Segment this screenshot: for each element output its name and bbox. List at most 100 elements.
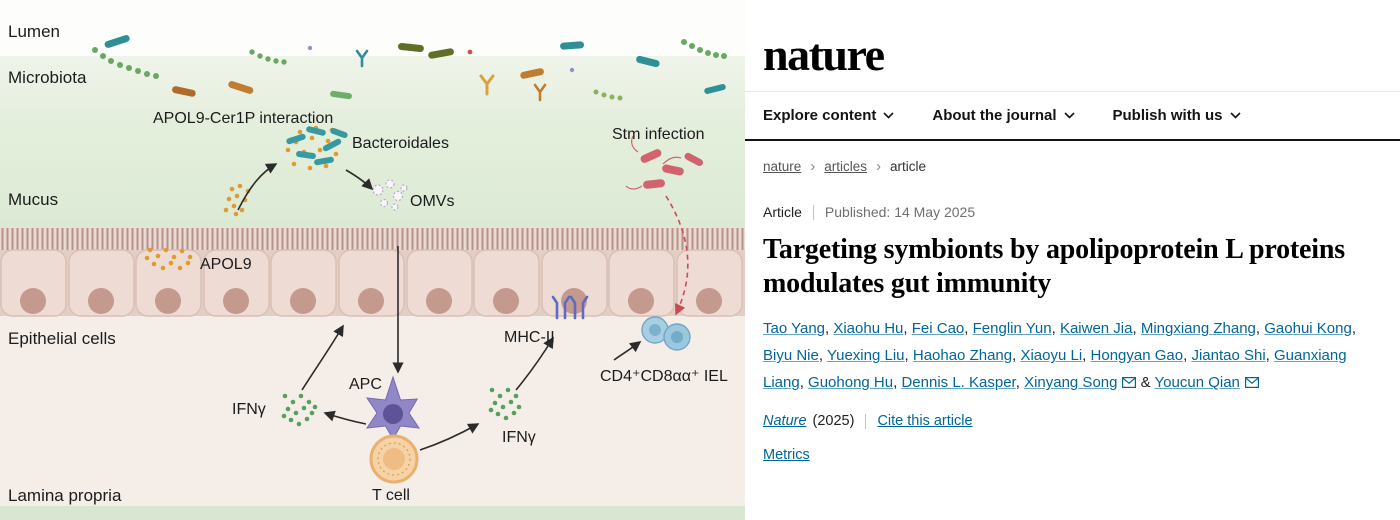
author-link[interactable]: Fenglin Yun	[972, 320, 1052, 338]
label-mucus: Mucus	[8, 190, 59, 209]
nav-item-explore-content[interactable]: Explore content	[763, 107, 894, 124]
author-link[interactable]: Xiaohu Hu	[833, 320, 904, 338]
label-apc: APC	[349, 376, 382, 393]
published-date: 14 May 2025	[894, 204, 976, 220]
nature-logo[interactable]: nature	[763, 29, 885, 80]
author-separator: ,	[1012, 347, 1021, 365]
breadcrumb-separator: ›	[810, 158, 816, 175]
mhc-ii-molecules	[551, 295, 589, 320]
nav-item-about-the-journal[interactable]: About the journal	[932, 107, 1075, 124]
divider	[812, 204, 814, 220]
email-icon	[1244, 377, 1259, 389]
cite-this-article-link[interactable]: Cite this article	[877, 413, 973, 430]
author-link[interactable]: Haohao Zhang	[912, 347, 1013, 365]
author-link[interactable]: Hongyan Gao	[1090, 347, 1184, 365]
label-ifng-left: IFNγ	[232, 401, 266, 418]
article-type-badge: Article	[763, 204, 802, 220]
author-link[interactable]: Yuexing Liu	[826, 347, 905, 365]
label-ifng-right: IFNγ	[502, 429, 536, 446]
label-mhc-ii: MHC-II	[504, 329, 555, 346]
author-link[interactable]: Mingxiang Zhang	[1140, 320, 1256, 338]
arrow-ifng-to-epithelium	[301, 324, 344, 391]
cite-row: Nature (2025) Cite this article	[763, 413, 1378, 429]
arrow-apc-to-ifng	[323, 410, 367, 425]
author-link[interactable]: Tao Yang	[763, 320, 825, 338]
figure-arrows	[237, 163, 642, 451]
journal-year: (2025)	[812, 413, 855, 430]
author-separator: ,	[964, 320, 973, 338]
author-separator: ,	[1351, 320, 1356, 338]
label-lumen: Lumen	[8, 22, 60, 41]
article-title: Targeting symbionts by apolipoprotein L …	[763, 234, 1345, 300]
label-lamina-propria: Lamina propria	[8, 486, 122, 505]
masthead: nature	[745, 0, 1400, 92]
author-link[interactable]: Youcun Qian	[1154, 374, 1240, 392]
author-link[interactable]: Guohong Hu	[808, 374, 894, 392]
label-iel: CD4⁺CD8αα⁺ IEL	[600, 368, 728, 385]
nav-item-label: Publish with us	[1112, 107, 1223, 124]
arrow-tcell-to-ifng	[419, 423, 480, 451]
author-separator: ,	[893, 374, 902, 392]
nav-item-publish-with-us[interactable]: Publish with us	[1113, 107, 1241, 124]
article-meta: Article Published: 14 May 2025	[763, 204, 1378, 220]
nav-item-label: Explore content	[763, 107, 877, 124]
author-separator: ,	[1265, 347, 1274, 365]
article-content: nature › articles › article Article Publishe…	[745, 159, 1400, 464]
email-icon	[1122, 377, 1137, 389]
figure-panel: Lumen Microbiota APOL9-Cer1P interaction…	[0, 0, 745, 520]
author-separator: ,	[1183, 347, 1192, 365]
author-link[interactable]: Xinyang Song	[1024, 374, 1118, 392]
coccus-chain-icon	[92, 39, 727, 79]
main-nav: Explore content About the journal Publish …	[745, 92, 1400, 141]
chevron-down-icon	[883, 112, 894, 119]
apol9-dots	[144, 125, 339, 271]
chevron-down-icon	[1229, 112, 1241, 119]
author-separator: ,	[1255, 320, 1265, 338]
author-link[interactable]: Guanxiang Liang	[763, 347, 1347, 392]
arrow-to-iel	[613, 341, 642, 361]
metrics-row: Metrics	[763, 446, 1378, 464]
stm-infection-arrow	[665, 195, 689, 316]
author-separator: ,	[1051, 320, 1060, 338]
breadcrumb: nature › articles › article	[763, 159, 1378, 174]
author-link[interactable]: Biyu Nie	[763, 347, 819, 365]
journal-link[interactable]: Nature	[763, 413, 807, 430]
author-link[interactable]: Gaohui Kong	[1264, 320, 1352, 338]
label-microbiota: Microbiota	[8, 68, 87, 87]
omv-vesicles	[372, 179, 408, 211]
ifng-dots-left	[281, 393, 318, 427]
author-separator: ,	[903, 320, 912, 338]
rod-bacteria-icon	[104, 35, 726, 100]
author-link[interactable]: Dennis L. Kasper	[901, 374, 1016, 392]
bacteroidales-cluster	[286, 126, 348, 166]
author-separator: &	[1136, 374, 1155, 392]
published-label: Published:	[824, 204, 891, 220]
author-separator: ,	[818, 347, 827, 365]
arrow-apol9-to-bacteroidales	[237, 163, 278, 211]
breadcrumb-nature[interactable]: nature	[763, 159, 802, 174]
chevron-down-icon	[1063, 112, 1075, 119]
label-epithelial-cells: Epithelial cells	[8, 329, 116, 348]
author-separator: ,	[1132, 320, 1141, 338]
arrow-bacteroidales-to-omvs	[345, 169, 374, 191]
gut-immunity-figure	[0, 0, 745, 520]
label-stm-infection: Stm infection	[612, 126, 705, 143]
divider	[865, 413, 867, 429]
stm-bacteria	[625, 135, 704, 190]
label-bacteroidales: Bacteroidales	[352, 135, 449, 152]
y-shape-bacteria-icon	[355, 49, 547, 102]
breadcrumb-article: article	[890, 159, 927, 174]
epithelial-nuclei	[20, 288, 722, 314]
breadcrumb-separator: ›	[876, 158, 882, 175]
author-link[interactable]: Jiantao Shi	[1191, 347, 1266, 365]
author-link[interactable]: Xiaoyu Li	[1020, 347, 1083, 365]
author-link[interactable]: Fei Cao	[911, 320, 965, 338]
author-separator: ,	[1082, 347, 1091, 365]
apc-cell	[365, 375, 421, 441]
author-link[interactable]: Kaiwen Jia	[1059, 320, 1133, 338]
author-list: Tao Yang, Xiaohu Hu, Fei Cao, Fenglin Yu…	[763, 315, 1378, 396]
breadcrumb-articles[interactable]: articles	[824, 159, 868, 174]
metrics-link[interactable]: Metrics	[763, 447, 810, 464]
